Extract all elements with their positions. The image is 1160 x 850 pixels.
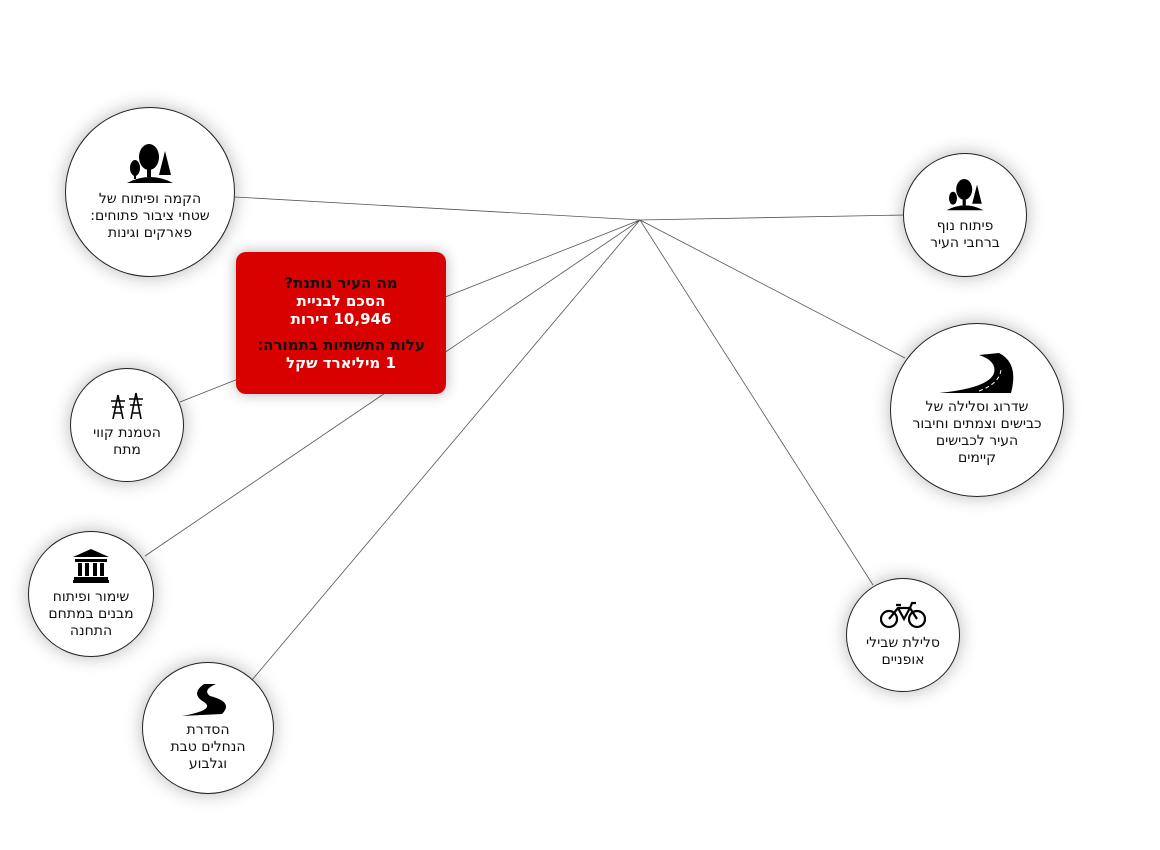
question-text: מה העיר נותנת? (284, 274, 398, 292)
node-landscape: פיתוח נוף ברחבי העיר (903, 153, 1027, 277)
node-label: שימור ופיתוח מבנים במתחם התחנה (48, 588, 134, 639)
node-label: סלילת שבילי אופניים (866, 635, 941, 668)
node-bikes: סלילת שבילי אופניים (846, 578, 960, 692)
center-info-box: מה העיר נותנת? הסכם לבניית 10,946 דירות … (236, 252, 446, 394)
trees-icon (127, 143, 173, 183)
node-buildings: שימור ופיתוח מבנים במתחם התחנה (28, 531, 154, 657)
connector-parks (234, 196, 641, 221)
building-icon (73, 548, 109, 583)
node-label: הטמנת קווי מתח (93, 425, 161, 458)
node-label: פיתוח נוף ברחבי העיר (930, 218, 1000, 251)
connector-landscape (639, 214, 906, 221)
agreement-text-1: הסכם לבניית (296, 292, 386, 310)
node-roads: שדרוג וסלילה של כבישים וצמתים וחיבור העי… (890, 323, 1064, 497)
node-streams: הסדרת הנחלים טבת וגלבוע (142, 662, 274, 794)
power-line-icon (111, 392, 143, 419)
connector-roads (639, 219, 906, 359)
road-icon (939, 353, 1014, 393)
stream-icon (182, 683, 226, 716)
node-label: הקמה ופיתוח של שטחי ציבור פתוחים: פארקים… (90, 190, 210, 241)
cost-label: עלות התשתיות בתמורה: (257, 336, 425, 354)
node-label: שדרוג וסלילה של כבישים וצמתים וחיבור העי… (912, 399, 1042, 466)
cost-value: 1 מיליארד שקל (286, 354, 396, 372)
connector-bikes (639, 219, 874, 586)
node-power-lines: הטמנת קווי מתח (70, 368, 184, 482)
node-label: הסדרת הנחלים טבת וגלבוע (170, 721, 246, 772)
connector-streams (251, 219, 641, 681)
agreement-text-2: 10,946 דירות (290, 310, 392, 328)
node-parks: הקמה ופיתוח של שטחי ציבור פתוחים: פארקים… (65, 107, 235, 277)
trees-icon (946, 179, 984, 211)
bicycle-icon (880, 601, 926, 629)
